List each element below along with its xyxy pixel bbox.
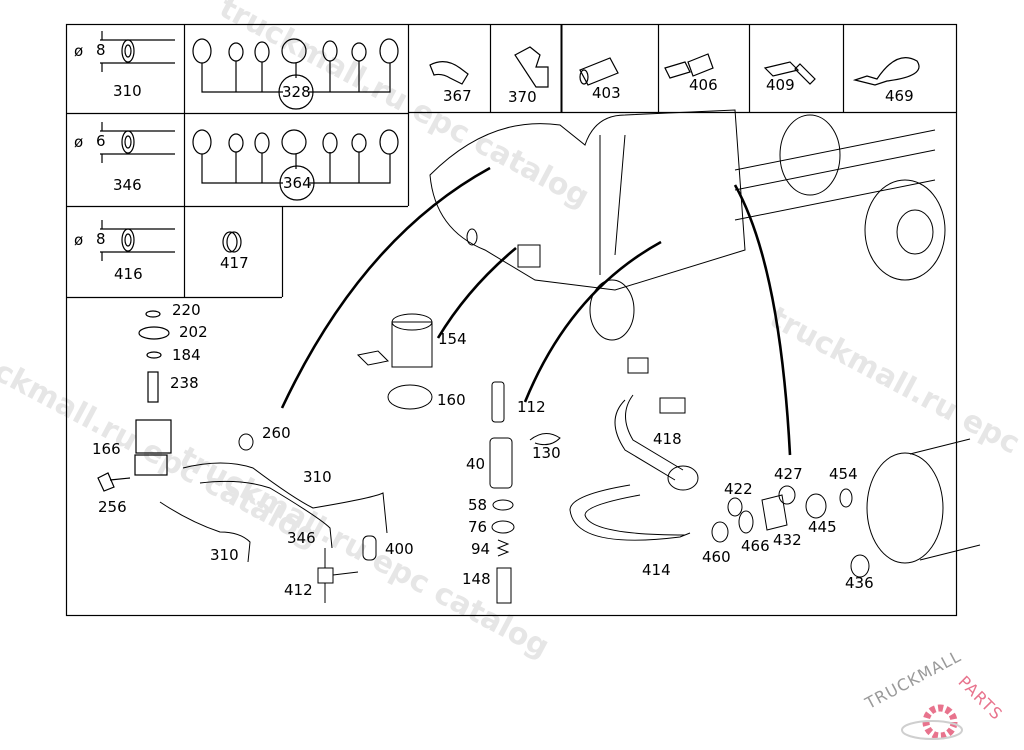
truck-illustration <box>429 109 946 341</box>
part-callout[interactable]: 260 <box>262 424 291 442</box>
part-callout[interactable]: 160 <box>437 391 466 409</box>
part-callout[interactable]: 346 <box>287 529 316 547</box>
part-callout[interactable]: 432 <box>773 531 802 549</box>
part-callout[interactable]: 436 <box>845 574 874 592</box>
part-callout[interactable]: 403 <box>592 84 621 102</box>
part-callout[interactable]: 220 <box>172 301 201 319</box>
pressure-sensor-icon <box>356 313 433 410</box>
part-callout[interactable]: 427 <box>774 465 803 483</box>
solenoid-valve-icon <box>97 310 172 492</box>
part-callout[interactable]: 148 <box>462 570 491 588</box>
diameter-value: 8 <box>96 41 106 59</box>
part-callout[interactable]: 166 <box>92 440 121 458</box>
kit-callout[interactable]: 364 <box>283 174 312 192</box>
part-callout[interactable]: 184 <box>172 346 201 364</box>
t-connector-icon <box>763 61 816 85</box>
diameter-value: 6 <box>96 132 106 150</box>
part-callout[interactable]: 76 <box>468 518 488 536</box>
part-callout[interactable]: 130 <box>532 444 561 462</box>
part-callout[interactable]: 460 <box>702 548 731 566</box>
part-callout[interactable]: 416 <box>114 265 143 283</box>
diagram-frame <box>65 23 958 617</box>
part-callout[interactable]: 202 <box>179 323 208 341</box>
hose-lines <box>159 433 388 603</box>
part-callout[interactable]: 422 <box>724 480 753 498</box>
part-callout[interactable]: 414 <box>642 561 671 579</box>
truckmall-parts-logo[interactable]: TRUCKMALL PARTS <box>860 646 1020 750</box>
elbow-hose-icon <box>429 61 469 85</box>
part-callout[interactable]: 346 <box>113 176 142 194</box>
part-callout[interactable]: 310 <box>113 82 142 100</box>
reducer-icon <box>664 53 714 79</box>
part-callout[interactable]: 367 <box>443 87 472 105</box>
part-callout[interactable]: 445 <box>808 518 837 536</box>
sleeve-icon <box>579 57 619 86</box>
diameter-symbol: ø <box>74 231 84 249</box>
part-callout[interactable]: 58 <box>468 496 488 514</box>
tube-icon <box>100 31 175 72</box>
elbow-connector-icon <box>514 46 549 88</box>
fuel-pump-assembly-icon <box>569 357 981 578</box>
fitting-kit-icon <box>192 38 399 110</box>
part-callout[interactable]: 417 <box>220 254 249 272</box>
part-callout[interactable]: 94 <box>471 540 491 558</box>
diameter-symbol: ø <box>74 133 84 151</box>
part-callout[interactable]: 418 <box>653 430 682 448</box>
part-callout[interactable]: 310 <box>303 468 332 486</box>
part-callout[interactable]: 412 <box>284 581 313 599</box>
part-callout[interactable]: 409 <box>766 76 795 94</box>
part-callout[interactable]: 154 <box>438 330 467 348</box>
tube-icon <box>100 220 175 261</box>
part-callout[interactable]: 40 <box>466 455 486 473</box>
part-callout[interactable]: 454 <box>829 465 858 483</box>
part-callout[interactable]: 370 <box>508 88 537 106</box>
part-callout[interactable]: 406 <box>689 76 718 94</box>
part-callout[interactable]: 112 <box>517 398 546 416</box>
part-callout[interactable]: 400 <box>385 540 414 558</box>
grommet-260-icon <box>238 433 254 451</box>
grommet-icon <box>222 231 238 253</box>
pointer-arrows <box>280 166 792 456</box>
diameter-value: 8 <box>96 230 106 248</box>
glow-plug-assembly-icon <box>489 381 561 604</box>
part-callout[interactable]: 310 <box>210 546 239 564</box>
part-callout[interactable]: 469 <box>885 87 914 105</box>
part-callout[interactable]: 256 <box>98 498 127 516</box>
tube-icon <box>100 122 175 163</box>
gear-icon <box>901 704 963 740</box>
part-callout[interactable]: 238 <box>170 374 199 392</box>
kit-callout[interactable]: 328 <box>282 83 311 101</box>
diameter-symbol: ø <box>74 42 84 60</box>
part-callout[interactable]: 466 <box>741 537 770 555</box>
fitting-kit-icon <box>192 129 399 201</box>
cable-tie-icon <box>852 57 920 86</box>
